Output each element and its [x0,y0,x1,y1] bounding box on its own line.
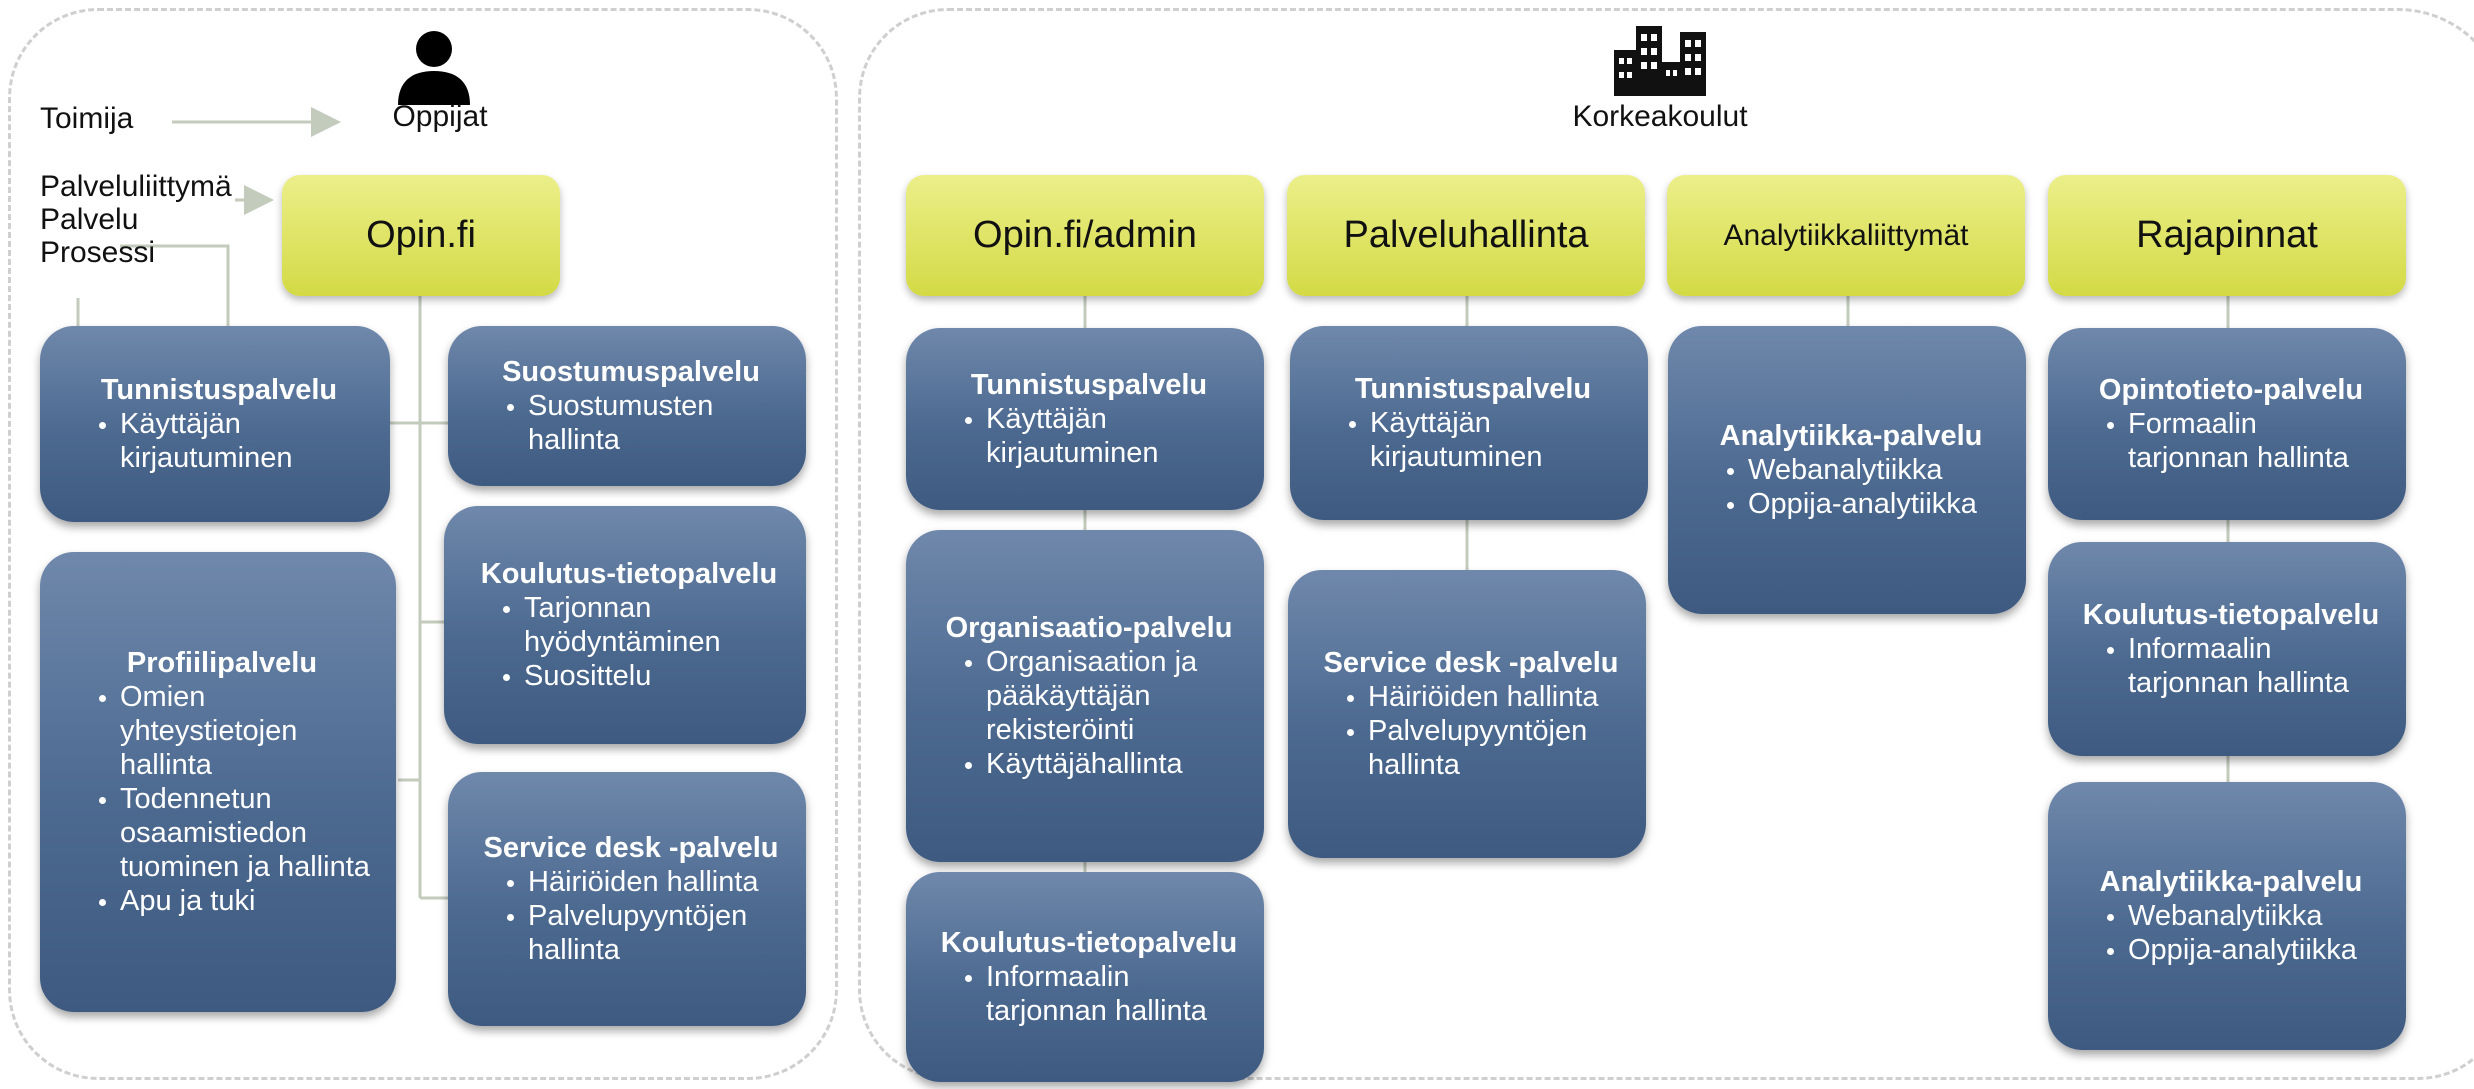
process-item: Palvelupyyntöjen hallinta [1368,714,1620,782]
process-item: Oppija-analytiikka [2128,933,2380,967]
interface-opin-fi: Opin.fi [282,175,560,296]
process-item: Organisaation ja pääkäyttäjän rekisteröi… [986,645,1238,747]
service-box-tunnistus: Tunnistuspalvelu Käyttäjän kirjautuminen [40,326,390,522]
process-item: Omien yhteystietojen hallinta [120,680,370,782]
service-box-hallinta-tunnistus: Tunnistuspalvelu Käyttäjän kirjautuminen [1290,326,1648,520]
buildings-icon [1614,26,1706,96]
service-title: Service desk -palvelu [1323,647,1619,679]
legend-interface: Palveluliittymä [40,170,232,203]
process-item: Käyttäjähallinta [986,747,1238,781]
service-box-rajapinnat-koulutus: Koulutus-tietopalvelu Informaalin tarjon… [2048,542,2406,756]
service-box-suostumus: Suostumuspalvelu Suostumusten hallinta [448,326,806,486]
process-item: Suostumusten hallinta [528,389,780,457]
process-item: Webanalytiikka [1748,453,2000,487]
service-title: Tunnistuspalvelu [970,369,1208,401]
interface-palveluhallinta: Palveluhallinta [1287,175,1645,296]
legend-service: Palvelu [40,203,139,236]
service-title: Opintotieto-palvelu [2098,374,2364,406]
service-box-servicedesk: Service desk -palvelu Häiriöiden hallint… [448,772,806,1026]
process-item: Apu ja tuki [120,884,370,918]
service-title: Tunnistuspalvelu [100,374,338,406]
actor-label-learners: Oppijat [392,100,488,133]
service-box-hallinta-servicedesk: Service desk -palvelu Häiriöiden hallint… [1288,570,1646,858]
service-box-opintotieto: Opintotieto-palvelu Formaalin tarjonnan … [2048,328,2406,520]
interface-title: Rajapinnat [2136,214,2318,256]
interface-rajapinnat: Rajapinnat [2048,175,2406,296]
process-item: Käyttäjän kirjautuminen [986,402,1238,470]
process-item: Webanalytiikka [2128,899,2380,933]
interface-opin-fi-admin: Opin.fi/admin [906,175,1264,296]
process-item: Käyttäjän kirjautuminen [120,407,364,475]
process-item: Käyttäjän kirjautuminen [1370,406,1622,474]
actor-label-universities: Korkeakoulut [1572,100,1748,133]
legend-process: Prosessi [40,236,156,269]
service-title: Koulutus-tietopalvelu [2082,599,2380,631]
process-item: Suosittelu [524,659,780,693]
service-title: Analytiikka-palvelu [1719,420,1983,452]
service-box-admin-tunnistus: Tunnistuspalvelu Käyttäjän kirjautuminen [906,328,1264,510]
process-item: Todennetun osaamistiedon tuominen ja hal… [120,782,370,884]
process-item: Häiriöiden hallinta [1368,680,1620,714]
interface-title: Palveluhallinta [1343,214,1589,256]
service-box-admin-koulutus: Koulutus-tietopalvelu Informaalin tarjon… [906,872,1264,1082]
service-title: Koulutus-tietopalvelu [940,927,1238,959]
interface-title: Analytiikkaliittymät [1723,218,1969,252]
interface-analytiikkaliittymat: Analytiikkaliittymät [1667,175,2025,296]
service-title: Organisaatio-palvelu [945,612,1233,644]
service-title: Service desk -palvelu [483,832,779,864]
person-icon [398,31,470,105]
universities-group [858,8,2474,1080]
interface-title: Opin.fi [366,214,476,256]
process-item: Palvelupyyntöjen hallinta [528,899,780,967]
service-box-rajapinnat-analytiikka: Analytiikka-palvelu Webanalytiikka Oppij… [2048,782,2406,1050]
service-box-analytiikka: Analytiikka-palvelu Webanalytiikka Oppij… [1668,326,2026,614]
service-title: Analytiikka-palvelu [2099,866,2363,898]
service-box-profiili: Profiilipalvelu Omien yhteystietojen hal… [40,552,396,1012]
service-title: Koulutus-tietopalvelu [480,558,778,590]
interface-title: Opin.fi/admin [973,214,1197,256]
learners-group [8,8,838,1080]
service-title: Profiilipalvelu [126,647,318,679]
process-item: Informaalin tarjonnan hallinta [2128,632,2380,700]
process-item: Tarjonnan hyödyntäminen [524,591,780,659]
process-item: Oppija-analytiikka [1748,487,2000,521]
service-box-koulutus: Koulutus-tietopalvelu Tarjonnan hyödyntä… [444,506,806,744]
service-title: Tunnistuspalvelu [1354,373,1592,405]
process-item: Häiriöiden hallinta [528,865,780,899]
service-box-admin-organisaatio: Organisaatio-palvelu Organisaation ja pä… [906,530,1264,862]
service-title: Suostumuspalvelu [502,356,760,388]
process-item: Formaalin tarjonnan hallinta [2128,407,2380,475]
legend-actor: Toimija [40,102,134,135]
process-item: Informaalin tarjonnan hallinta [986,960,1238,1028]
